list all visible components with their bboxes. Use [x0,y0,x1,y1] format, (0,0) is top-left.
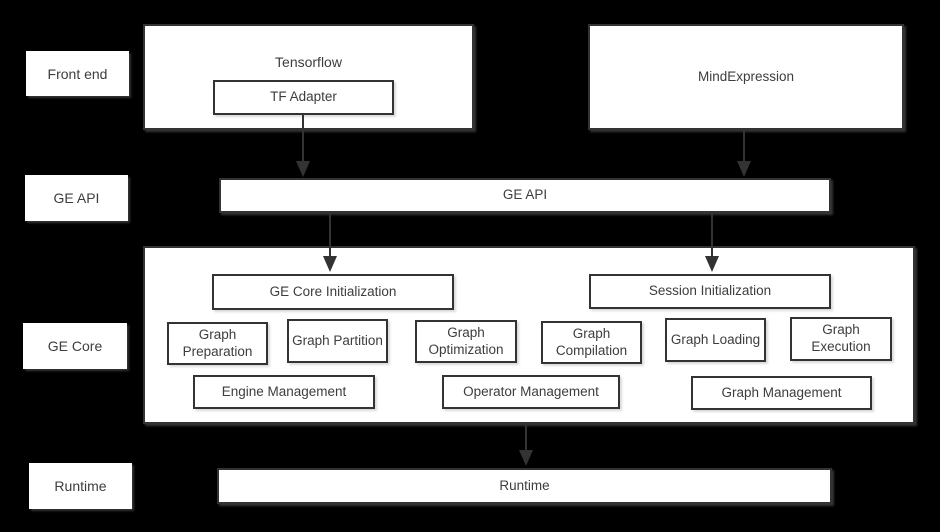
graph-loading-box: Graph Loading [665,318,766,362]
runtime-box: Runtime [217,468,832,504]
arrow-shaft [302,115,304,162]
row-label-ge-core: GE Core [23,323,127,369]
arrow-shaft [711,213,713,257]
graph-preparation-box: Graph Preparation [167,322,268,365]
mind-expression-box: MindExpression [588,24,904,130]
arrow-ge-api-to-ge-core-initialization [323,213,337,272]
arrow-ge-api-to-session-initialization [705,213,719,272]
ge-core-initialization-box: GE Core Initialization [212,274,454,310]
arrow-shaft [329,213,331,257]
engine-management-box: Engine Management [193,375,375,409]
arrow-shaft [743,130,745,162]
arrow-head-icon [296,161,310,177]
arrow-shaft [525,424,527,451]
graph-partition-box: Graph Partition [287,319,388,363]
tensorflow-label: Tensorflow [275,54,342,70]
operator-management-box: Operator Management [442,375,620,409]
arrow-tf-adapter-to-ge-api [296,115,310,177]
ge-api-box: GE API [219,178,831,213]
tensorflow-box: Tensorflow TF Adapter [143,24,474,130]
row-label-front-end: Front end [26,51,129,96]
graph-optimization-box: Graph Optimization [415,320,517,363]
row-label-ge-api: GE API [25,175,128,221]
graph-execution-box: Graph Execution [790,317,892,361]
session-initialization-box: Session Initialization [589,274,831,309]
arrow-head-icon [323,256,337,272]
row-label-runtime: Runtime [29,463,132,509]
arrow-mind-expression-to-ge-api [737,130,751,177]
ge-core-box: GE Core Initialization Session Initializ… [143,246,915,424]
graph-management-box: Graph Management [691,376,872,410]
arrow-head-icon [519,450,533,466]
arrow-head-icon [705,256,719,272]
graph-compilation-box: Graph Compilation [541,321,642,364]
tf-adapter-box: TF Adapter [213,80,394,115]
arrow-ge-core-to-runtime [519,424,533,466]
arrow-head-icon [737,161,751,177]
